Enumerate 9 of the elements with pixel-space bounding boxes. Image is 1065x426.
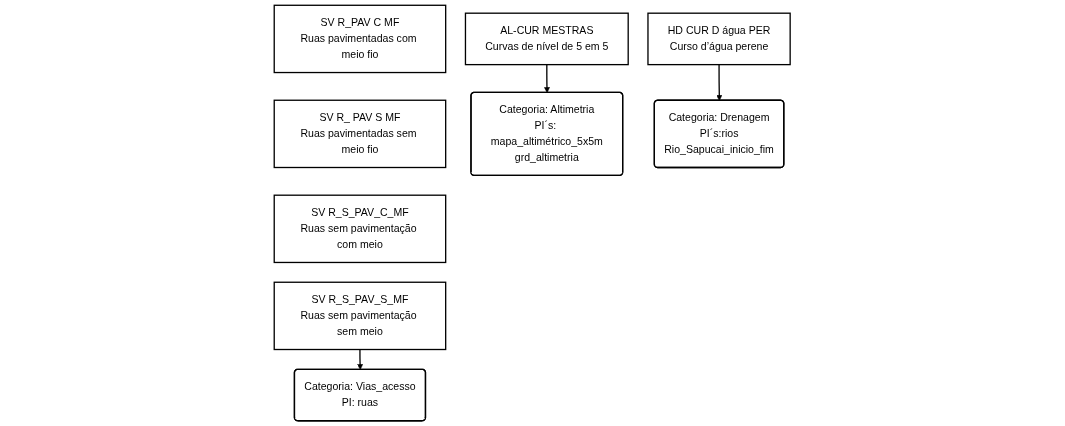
node-box: SV R_PAV C MF Ruas pavimentadas com meio fio [273, 4, 447, 74]
node-box: HD CUR D água PER Curso d’água perene [647, 12, 792, 66]
node-box: SV R_S_PAV_C_MF Ruas sem pavimentação com meio [273, 194, 447, 264]
node-box: AL-CUR MESTRAS Curvas de nível de 5 em 5 [465, 12, 630, 66]
arrow [716, 63, 723, 101]
node-box: SV R_S_PAV_S_MF Ruas sem pavimentação sem meio [273, 281, 447, 351]
node-box: SV R_ PAV S MF Ruas pavimentadas sem meio fio [273, 99, 447, 169]
arrow [357, 348, 364, 370]
arrow [544, 63, 551, 93]
